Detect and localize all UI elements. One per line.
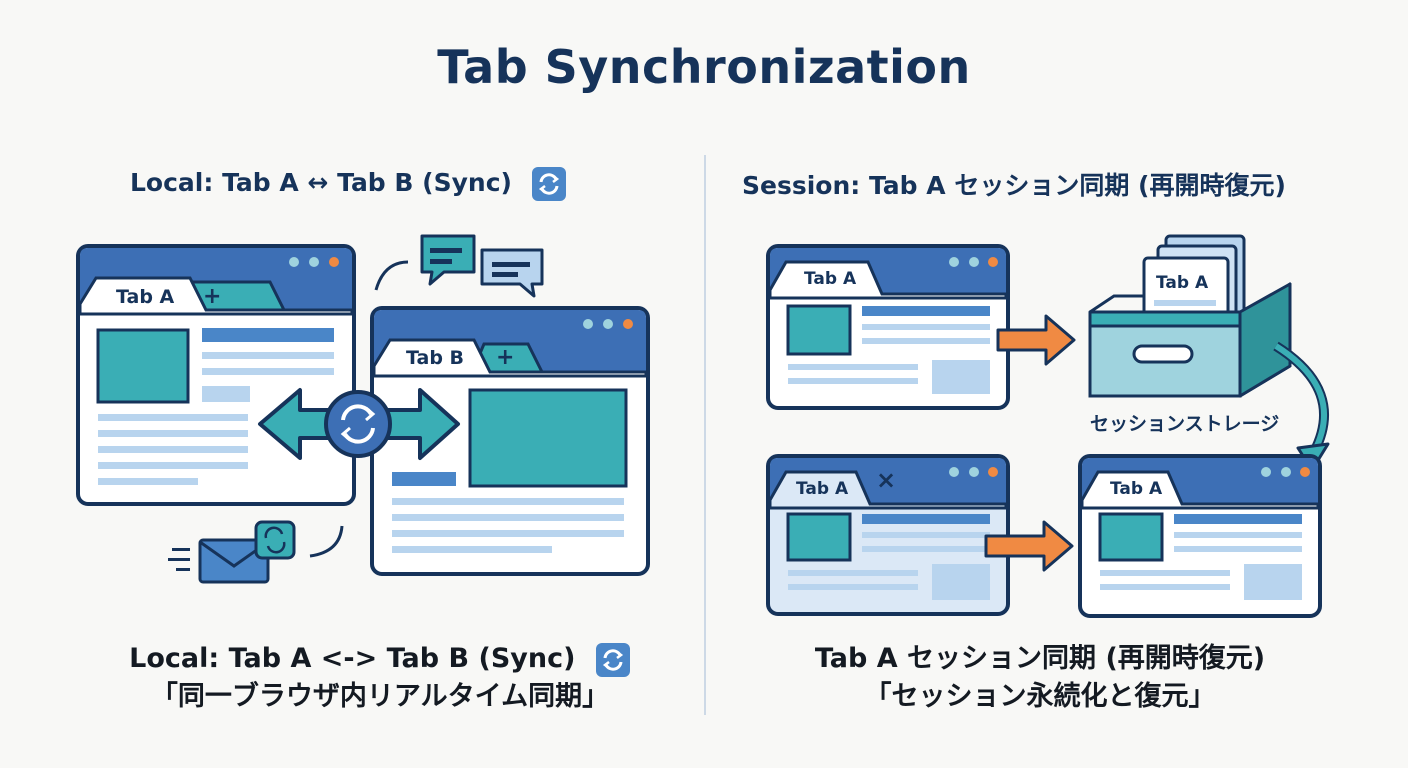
close-icon: ×: [876, 466, 896, 494]
arrow-right-icon: [996, 314, 1076, 366]
left-caption: Local: Tab A <-> Tab B (Sync) 「同一ブラウザ内リア…: [60, 640, 700, 716]
right-caption-line2: 「セッション永続化と復元」: [864, 681, 1216, 712]
new-tab-icon-b: +: [496, 345, 514, 370]
center-divider: [704, 155, 706, 715]
storage-card-label: Tab A: [1156, 273, 1209, 293]
window-tab-a: Tab A +: [76, 244, 356, 506]
window-tab-b: Tab B +: [370, 306, 650, 576]
tab-b-label: Tab B: [406, 347, 464, 369]
right-caption-line1: Tab A セッション同期 (再開時復元): [814, 643, 1266, 674]
left-heading-prefix: Local: Tab A: [130, 168, 299, 197]
envelope-icon: [168, 520, 344, 584]
left-heading-suffix: Tab B (Sync): [337, 168, 512, 197]
left-heading-arrow: ↔: [307, 168, 329, 197]
window-session-closed: Tab A ×: [766, 454, 1010, 616]
left-caption-line2: 「同一ブラウザ内リアルタイム同期」: [150, 681, 610, 712]
arrow-right-icon-bottom: [984, 520, 1074, 572]
storage-box-icon: Tab A: [1088, 234, 1292, 398]
sync-icon: [531, 167, 566, 201]
sync-icon-caption: [595, 642, 630, 677]
window-session-restored: Tab A: [1078, 454, 1322, 618]
session-tab-label-restored: Tab A: [1110, 479, 1163, 499]
new-tab-icon: +: [203, 284, 221, 309]
left-caption-line1: Local: Tab A <-> Tab B (Sync): [60, 640, 700, 678]
tab-a-label: Tab A: [116, 286, 175, 308]
left-caption-line1-text: Local: Tab A <-> Tab B (Sync): [129, 643, 576, 674]
chat-bubbles-icon: [374, 234, 544, 298]
window-session-top: Tab A: [766, 244, 1010, 410]
session-tab-label-top: Tab A: [804, 269, 857, 289]
left-heading: Local: Tab A ↔ Tab B (Sync): [130, 166, 567, 202]
right-heading: Session: Tab A セッション同期 (再開時復元): [742, 171, 1286, 200]
double-arrow-icon: [258, 388, 460, 460]
page-title: Tab Synchronization: [437, 40, 971, 94]
right-caption: Tab A セッション同期 (再開時復元) 「セッション永続化と復元」: [720, 640, 1360, 716]
storage-label: セッションストレージ: [1090, 413, 1279, 435]
session-tab-label-closed: Tab A: [796, 479, 849, 499]
